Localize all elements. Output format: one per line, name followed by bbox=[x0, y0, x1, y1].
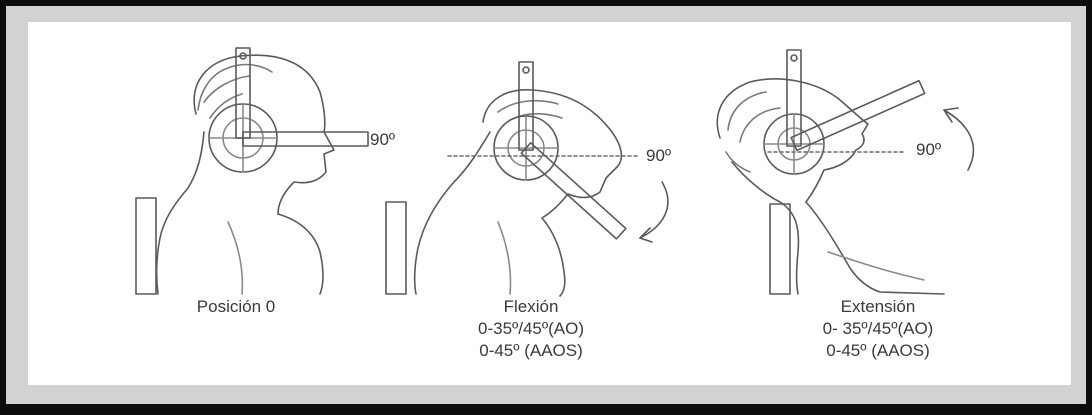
head-outline-1 bbox=[194, 55, 334, 214]
back-3 bbox=[732, 162, 798, 294]
caption-flexion: Flexión 0-35º/45º(AO) 0-45º (AAOS) bbox=[456, 296, 606, 362]
caption-line: Posición 0 bbox=[176, 296, 296, 318]
chest-2 bbox=[542, 218, 565, 296]
chair-back-3 bbox=[770, 204, 790, 294]
caption-extension: Extensión 0- 35º/45º(AO) 0-45º (AAOS) bbox=[798, 296, 958, 362]
caption-position-zero: Posición 0 bbox=[176, 296, 296, 318]
flexion-arrow bbox=[640, 182, 668, 238]
extension-arrow bbox=[944, 110, 973, 170]
caption-line: Flexión bbox=[456, 296, 606, 318]
angle-label-1: 90º bbox=[370, 130, 395, 150]
chest-1 bbox=[278, 214, 323, 294]
rotated-arm-2 bbox=[521, 143, 625, 239]
figure-panel: 90º 90º 90º Posición 0 Flexión 0-35º/45º… bbox=[28, 22, 1071, 385]
angle-label-3: 90º bbox=[916, 140, 941, 160]
angle-label-2: 90º bbox=[646, 146, 671, 166]
caption-line: 0- 35º/45º(AO) bbox=[798, 318, 958, 340]
caption-line: 0-35º/45º(AO) bbox=[456, 318, 606, 340]
figure-neutral-position bbox=[136, 48, 368, 294]
figure-flexion bbox=[386, 62, 668, 296]
caption-line: 0-45º (AAOS) bbox=[456, 340, 606, 362]
figure-extension bbox=[717, 50, 973, 294]
chair-back-2 bbox=[386, 202, 406, 294]
chair-back-1 bbox=[136, 198, 156, 294]
caption-line: Extensión bbox=[798, 296, 958, 318]
back-1 bbox=[157, 132, 204, 294]
caption-line: 0-45º (AAOS) bbox=[798, 340, 958, 362]
figure-frame: 90º 90º 90º Posición 0 Flexión 0-35º/45º… bbox=[6, 6, 1086, 404]
